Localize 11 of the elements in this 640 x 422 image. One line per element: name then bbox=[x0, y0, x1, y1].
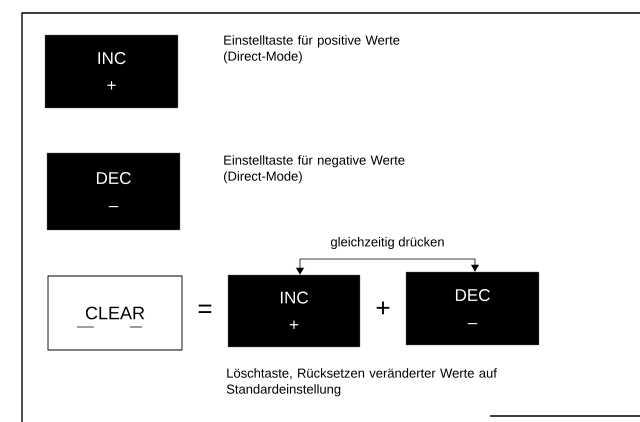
operator-sign: + bbox=[376, 301, 390, 314]
description-text: Löschtaste, Rücksetzen veränderter Werte auf Standardeinstellung bbox=[226, 368, 497, 396]
edge-label: gleichzeitig drücken bbox=[329, 236, 446, 250]
description-text: Einstelltaste für positive Werte (Direct-Mode) bbox=[224, 35, 400, 64]
description-text: Einstelltaste für negative Werte (Direct-Mode) bbox=[224, 155, 404, 184]
button-label-box: CLEAR bbox=[48, 276, 182, 350]
operator-sign: = bbox=[198, 304, 212, 313]
key-button: DEC – bbox=[46, 152, 180, 230]
key-button: INC + bbox=[44, 34, 178, 108]
key-button: INC + bbox=[228, 274, 360, 348]
key-button: DEC – bbox=[406, 272, 540, 346]
